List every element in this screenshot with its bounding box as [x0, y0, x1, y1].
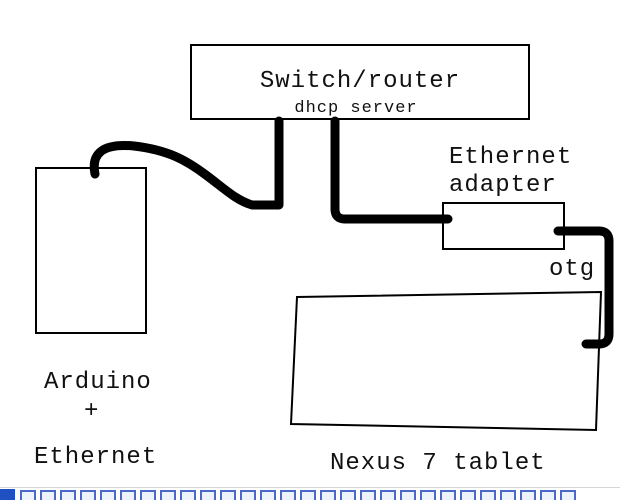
cable-adapter-to-tablet-otg: [553, 226, 614, 349]
mini-square: [240, 490, 256, 500]
mini-square: [560, 490, 576, 500]
mini-square: [500, 490, 516, 500]
arduino-label-line2: +: [84, 398, 100, 425]
switch-router-box: [190, 44, 530, 120]
nexus-tablet-box: [289, 290, 603, 432]
nexus-tablet-label: Nexus 7 tablet: [330, 450, 546, 477]
mini-square: [160, 490, 176, 500]
ethernet-adapter-box: [442, 202, 565, 250]
mini-square: [200, 490, 216, 500]
mini-square: [80, 490, 96, 500]
arduino-box: [35, 167, 147, 334]
cable-switch-to-adapter: [330, 116, 453, 224]
mini-square: [300, 490, 316, 500]
mini-square: [380, 490, 396, 500]
mini-square: [440, 490, 456, 500]
mini-square: [400, 490, 416, 500]
mini-square: [420, 490, 436, 500]
dhcp-server-label: dhcp server: [294, 99, 418, 118]
switch-router-label: Switch/router: [259, 68, 461, 95]
solid-blue-square: [0, 489, 15, 500]
mini-square: [220, 490, 236, 500]
mini-square: [120, 490, 136, 500]
mini-square: [520, 490, 536, 500]
ethernet-adapter-label-line1: Ethernet: [449, 144, 573, 171]
cable-arduino-to-switch: [89, 116, 284, 210]
mini-square: [320, 490, 336, 500]
mini-square: [280, 490, 296, 500]
mini-square: [60, 490, 76, 500]
mini-square: [180, 490, 196, 500]
mini-square: [460, 490, 476, 500]
bottom-icon-strip: [20, 490, 620, 500]
mini-square: [140, 490, 156, 500]
mini-square: [480, 490, 496, 500]
mini-square: [100, 490, 116, 500]
mini-square: [40, 490, 56, 500]
arduino-label-line1: Arduino: [44, 369, 152, 396]
mini-square: [340, 490, 356, 500]
otg-label: otg: [549, 256, 596, 283]
mini-square: [540, 490, 556, 500]
bottom-artifact-bar: [0, 487, 620, 500]
ethernet-adapter-label-line2: adapter: [449, 172, 557, 199]
mini-square: [260, 490, 276, 500]
mini-square: [20, 490, 36, 500]
arduino-label-line3: Ethernet: [34, 444, 158, 471]
mini-square: [360, 490, 376, 500]
